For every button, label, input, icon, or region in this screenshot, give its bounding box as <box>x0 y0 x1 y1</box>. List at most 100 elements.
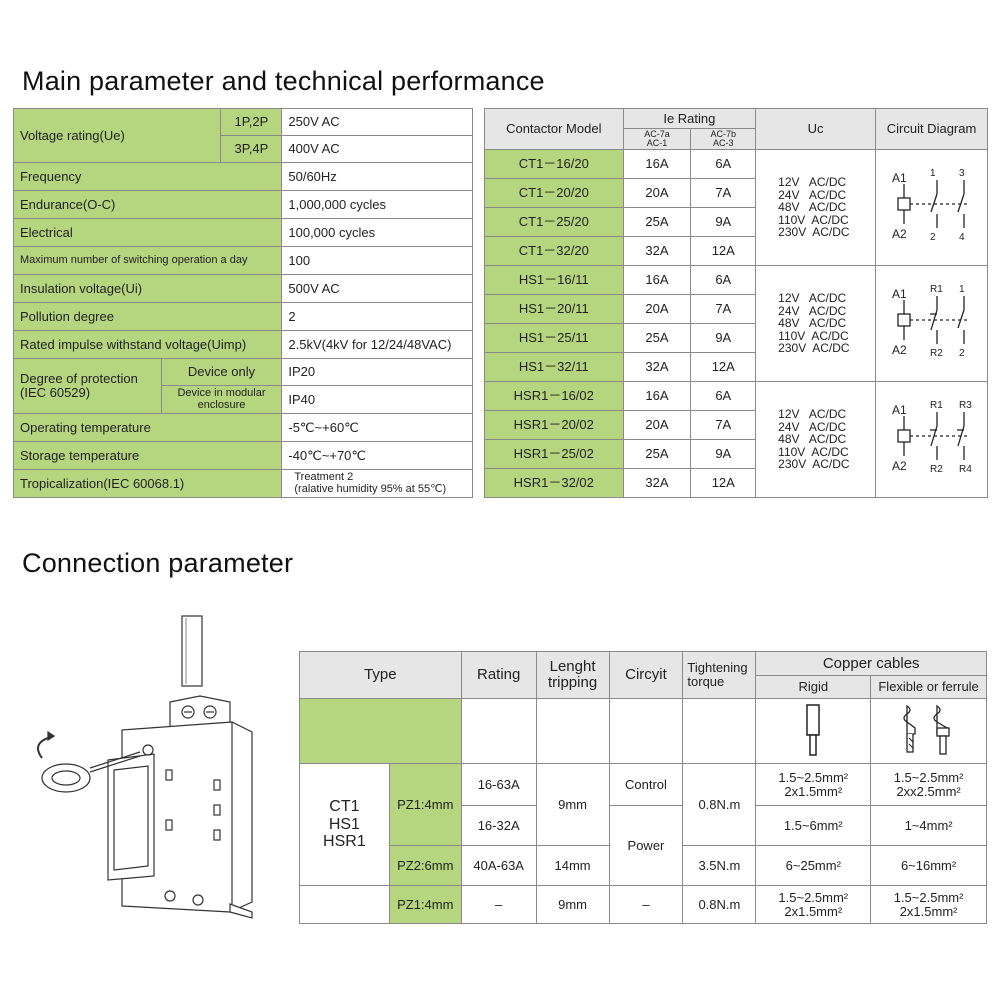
coil-symbol <box>896 429 911 443</box>
torque-cell: 0.8N.m <box>682 885 757 924</box>
rating-cell: – <box>460 885 537 924</box>
uc-line: 12V AC/DC <box>778 291 847 306</box>
terminal-label: R2 <box>930 348 943 359</box>
contact-blade <box>956 425 965 447</box>
flex-cell: 1~4mm² <box>870 805 987 846</box>
ie-ac7a-cell: 32A <box>622 236 692 266</box>
uc-line: 110V AC/DC <box>778 444 849 459</box>
terminal-label: A1 <box>892 403 907 417</box>
header-ac7a: AC-7a <box>644 129 670 139</box>
ie-ac7b-cell: 9A <box>690 439 757 469</box>
torque-cell: 0.8N.m <box>682 763 757 846</box>
terminal-label: R1 <box>930 284 943 295</box>
type-name: HS1 <box>328 815 360 833</box>
model-name-cell: HS1－16/11 <box>484 265 624 295</box>
model-name-cell: HSR1－25/02 <box>484 439 624 469</box>
param-sublabel: 1P,2P <box>220 108 283 136</box>
type-name: CT1 <box>329 798 360 816</box>
pz-label: PZ1:4mm <box>388 763 462 846</box>
rigid-cable-icon <box>806 703 821 756</box>
header-length-tripping: Lenght tripping <box>535 651 610 699</box>
model-name-cell: HSR1－20/02 <box>484 410 624 440</box>
ie-ac7b-cell: 6A <box>690 381 757 411</box>
circuit-cell: Control <box>608 763 684 806</box>
ie-ac7b-cell: 6A <box>690 149 757 179</box>
ie-ac7a-cell: 32A <box>622 352 692 382</box>
header-type: Type <box>299 651 462 699</box>
param-value: (ralative humidity 95% at 55℃) <box>294 482 447 495</box>
main-heading: Main parameter and technical performance <box>22 66 545 96</box>
param-value: IP40 <box>281 385 473 414</box>
type-name: HSR1 <box>323 833 366 851</box>
length-cell: 14mm <box>535 845 610 886</box>
terminal-label: A2 <box>892 459 907 473</box>
header-uc: Uc <box>755 108 877 150</box>
terminal-label: 2 <box>959 348 965 359</box>
header-circuit-diagram: Circuit Diagram <box>875 108 988 150</box>
uc-line: 48V AC/DC <box>778 432 847 447</box>
header-circuit: Circyit <box>608 651 684 699</box>
header-ie-rating: Ie Rating <box>622 108 757 129</box>
uc-line: 48V AC/DC <box>778 200 847 215</box>
connection-heading: Connection parameter <box>22 548 294 578</box>
param-label: Maximum number of switching operation a … <box>12 246 283 275</box>
image-row-spacer <box>299 698 462 764</box>
uc-line: 48V AC/DC <box>778 316 847 331</box>
circuit-cell: Power <box>608 805 684 886</box>
contact-blade <box>956 309 965 329</box>
model-table: Contactor Model Ie Rating Uc Circuit Dia… <box>484 108 988 498</box>
uc-line: 24V AC/DC <box>778 419 847 434</box>
ie-ac7b-cell: 9A <box>690 323 757 353</box>
param-value: 500V AC <box>281 274 473 303</box>
model-name-cell: CT1－32/20 <box>484 236 624 266</box>
model-name-cell: HSR1－32/02 <box>484 468 624 498</box>
header-ac1: AC-1 <box>646 138 668 148</box>
rigid-cell: 1.5~2.5mm² <box>778 889 849 905</box>
model-name-cell: CT1－20/20 <box>484 178 624 208</box>
rigid-cell: 1.5~6mm² <box>755 805 872 846</box>
torque-cell: 3.5N.m <box>682 845 757 886</box>
model-name-cell: CT1－16/20 <box>484 149 624 179</box>
ie-ac7b-cell: 12A <box>690 468 757 498</box>
uc-line: 12V AC/DC <box>778 407 847 422</box>
rating-cell: 40A-63A <box>460 845 537 886</box>
terminal-label: R4 <box>959 464 972 475</box>
contact-blade <box>929 309 938 331</box>
contact-blade <box>929 425 938 447</box>
param-sublabel: 3P,4P <box>220 135 283 163</box>
param-value: 400V AC <box>281 135 473 163</box>
ie-ac7b-cell: 7A <box>690 410 757 440</box>
terminal-label: A1 <box>892 287 907 301</box>
ie-ac7b-cell: 6A <box>690 265 757 295</box>
rating-cell: 16-63A <box>460 763 537 806</box>
flex-cell: 6~16mm² <box>870 845 987 886</box>
length-cell: 9mm <box>535 885 610 924</box>
rigid-cell: 2x1.5mm² <box>784 903 843 919</box>
header-tightening-torque: Tightening torque <box>682 651 757 699</box>
param-sublabel: Device in modular enclosure <box>160 385 283 414</box>
model-name-cell: CT1－25/20 <box>484 207 624 237</box>
terminal-label: A2 <box>892 227 907 241</box>
terminal-label: 1 <box>930 168 936 179</box>
ie-ac7a-cell: 25A <box>622 439 692 469</box>
ie-ac7a-cell: 20A <box>622 178 692 208</box>
param-value: 250V AC <box>281 108 473 136</box>
ie-ac7a-cell: 32A <box>622 468 692 498</box>
header-ac3: AC-3 <box>713 138 734 148</box>
param-value: 1,000,000 cycles <box>281 190 473 219</box>
param-label: Frequency <box>12 162 283 191</box>
param-sublabel: Device only <box>160 358 283 386</box>
terminal-label: A2 <box>892 343 907 357</box>
circuit-cell: – <box>608 885 684 924</box>
uc-line: 110V AC/DC <box>778 328 849 343</box>
uc-line: 230V AC/DC <box>778 457 850 472</box>
param-value: 50/60Hz <box>281 162 473 191</box>
ie-ac7b-cell: 9A <box>690 207 757 237</box>
terminal-label: 1 <box>959 284 965 295</box>
